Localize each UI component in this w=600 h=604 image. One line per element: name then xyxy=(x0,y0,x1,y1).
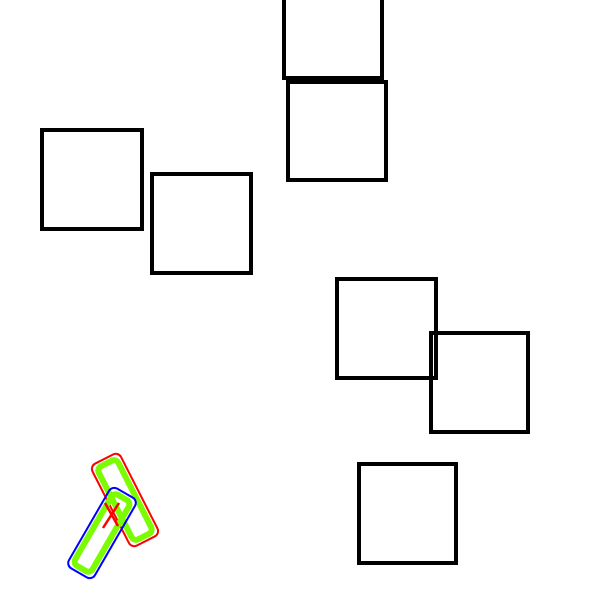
square-right-middle[interactable] xyxy=(335,277,438,380)
gripper-upper-outline-red xyxy=(90,452,160,548)
square-left-lower[interactable] xyxy=(150,172,253,275)
square-left-upper[interactable] xyxy=(40,128,144,231)
square-top-center-lower[interactable] xyxy=(286,80,388,182)
gripper-lower-outline-green xyxy=(71,491,133,575)
square-bottom-right[interactable] xyxy=(357,462,458,565)
gripper-upper-outline-green xyxy=(95,457,155,543)
gripper-upper-arm xyxy=(90,452,160,548)
square-top-center-upper[interactable] xyxy=(282,0,384,80)
gripper-lower-outline-blue xyxy=(67,486,137,580)
gripper-center-marker xyxy=(101,502,121,529)
gripper[interactable] xyxy=(66,452,160,581)
square-right-lower[interactable] xyxy=(429,331,530,434)
gripper-lower-arm xyxy=(67,486,137,580)
